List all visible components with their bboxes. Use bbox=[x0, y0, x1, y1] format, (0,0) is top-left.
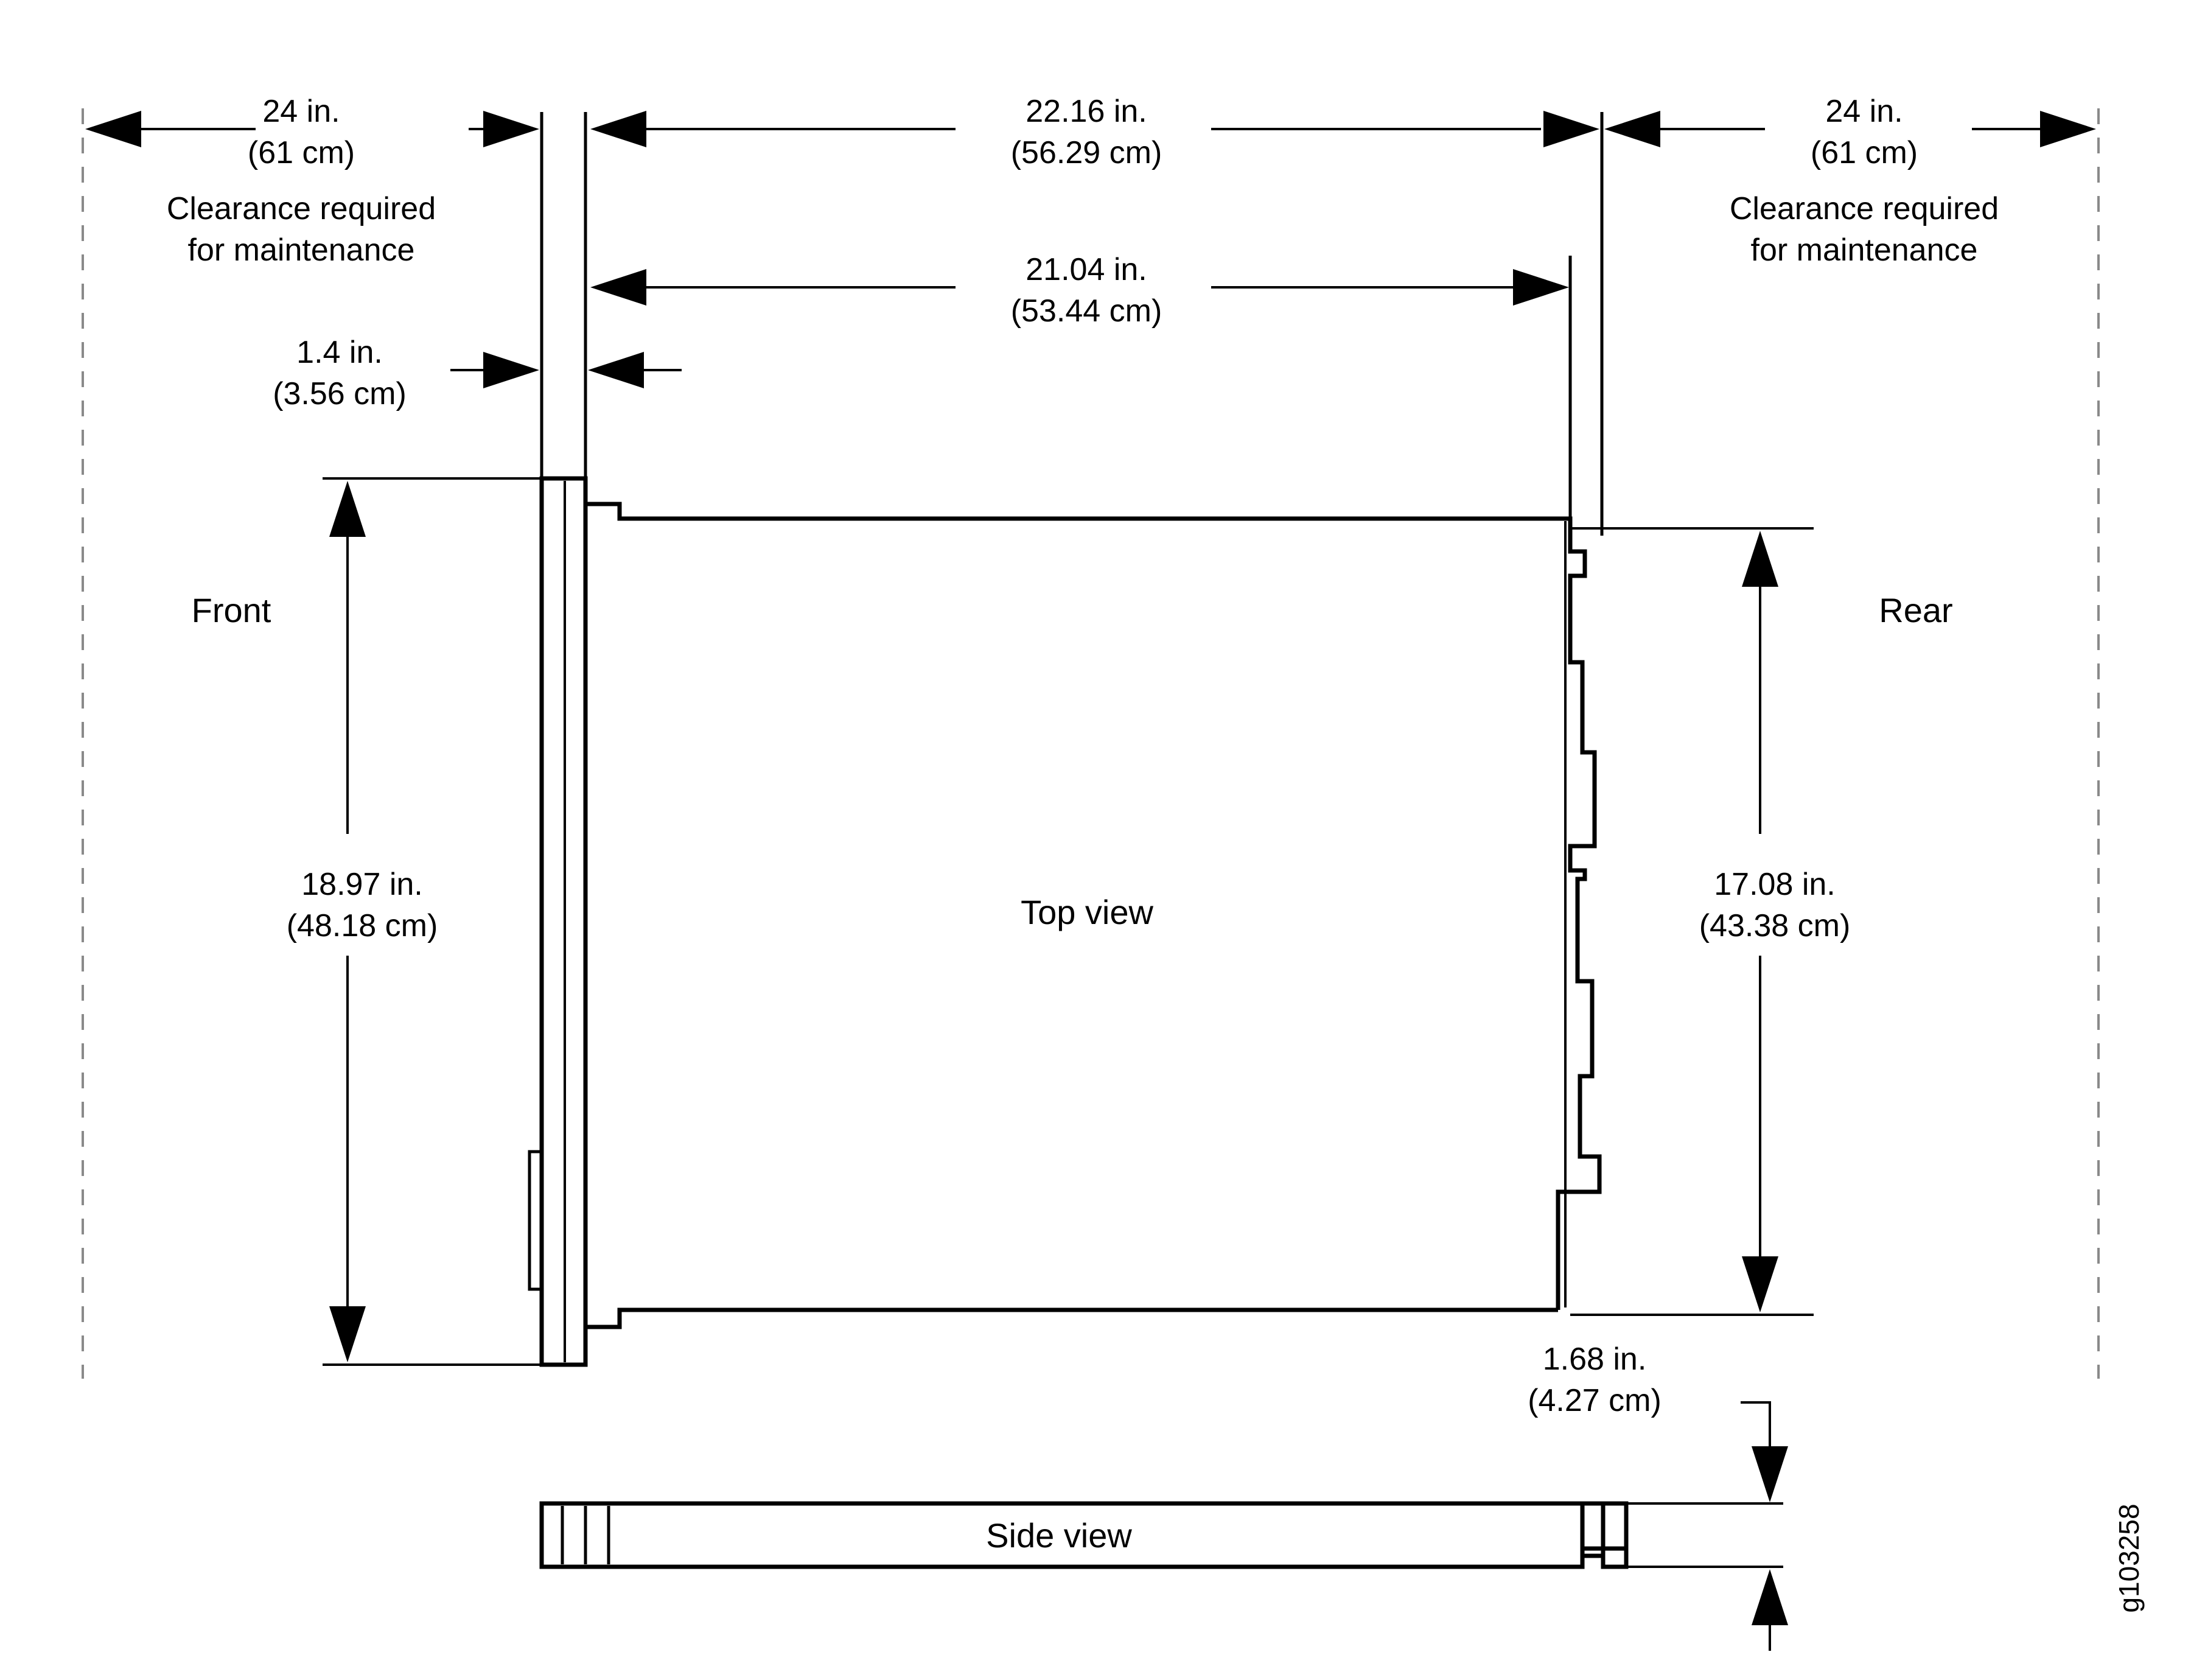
chassis-width-inches-label: 17.08 in. bbox=[1714, 867, 1836, 902]
top-view-caption: Top view bbox=[1021, 893, 1153, 931]
front-panel-plate bbox=[539, 476, 588, 1367]
chassis-top-edge bbox=[585, 502, 1558, 521]
rear-orientation-label: Rear bbox=[1879, 591, 1952, 629]
front-panel-thickness-right-arrowhead bbox=[588, 352, 644, 388]
rear-clearance-cm-label: (61 cm) bbox=[1811, 135, 1918, 170]
front-clearance-note-line1: Clearance required bbox=[167, 191, 436, 226]
rear-clearance-right-arrowhead bbox=[2040, 111, 2096, 147]
side-view-main-slab bbox=[539, 1501, 1585, 1569]
front-clearance-dimension: 24 in. (61 cm) Clearance required for ma… bbox=[85, 94, 539, 268]
overall-depth-left-arrowhead bbox=[590, 111, 646, 147]
overall-depth-dimension: 22.16 in. (56.29 cm) bbox=[590, 94, 1599, 170]
rear-clearance-note-line2: for maintenance bbox=[1751, 233, 1978, 268]
chassis-height-leader-bracket bbox=[1741, 1401, 1771, 1451]
front-clearance-right-arrowhead bbox=[483, 111, 539, 147]
side-view-rear-tab bbox=[1582, 1501, 1629, 1551]
rear-clearance-left-arrowhead bbox=[1604, 111, 1660, 147]
chassis-height-bottom-arrowhead bbox=[1752, 1569, 1788, 1625]
chassis-rear-stepped-profile bbox=[1556, 516, 1602, 1310]
chassis-depth-right-arrowhead bbox=[1513, 269, 1569, 306]
front-panel-width-inches-label: 18.97 in. bbox=[301, 867, 423, 902]
chassis-height-dimension: 1.68 in. (4.27 cm) bbox=[1528, 1342, 1788, 1651]
chassis-width-bottom-arrowhead bbox=[1742, 1256, 1778, 1312]
rear-clearance-inches-label: 24 in. bbox=[1825, 94, 1903, 129]
figure-id-label: g103258 bbox=[2113, 1503, 2145, 1612]
overall-depth-right-arrowhead bbox=[1543, 111, 1599, 147]
overall-depth-cm-label: (56.29 cm) bbox=[1011, 135, 1162, 170]
front-clearance-cm-label: (61 cm) bbox=[248, 135, 355, 170]
front-clearance-note-line2: for maintenance bbox=[188, 233, 415, 268]
chassis-height-inches-label: 1.68 in. bbox=[1543, 1342, 1647, 1377]
front-panel-thickness-inches-label: 1.4 in. bbox=[296, 335, 383, 370]
front-panel-thickness-dimension: 1.4 in. (3.56 cm) bbox=[273, 335, 682, 411]
chassis-width-dimension: 17.08 in. (43.38 cm) bbox=[1570, 527, 1851, 1316]
front-panel-width-bottom-arrowhead bbox=[329, 1306, 366, 1362]
front-panel-thickness-cm-label: (3.56 cm) bbox=[273, 376, 407, 411]
front-panel-thickness-left-arrowhead bbox=[483, 352, 539, 388]
rear-clearance-dimension: 24 in. (61 cm) Clearance required for ma… bbox=[1604, 94, 2096, 268]
chassis-depth-cm-label: (53.44 cm) bbox=[1011, 293, 1162, 329]
chassis-height-cm-label: (4.27 cm) bbox=[1528, 1383, 1662, 1418]
side-view-outline: Side view bbox=[539, 1501, 1629, 1569]
front-clearance-left-arrowhead bbox=[85, 111, 141, 147]
front-panel-left-tab bbox=[528, 1150, 543, 1291]
front-panel-width-top-arrowhead bbox=[329, 481, 366, 537]
rear-clearance-note-line1: Clearance required bbox=[1730, 191, 1999, 226]
chassis-depth-left-arrowhead bbox=[590, 269, 646, 306]
chassis-depth-dimension: 21.04 in. (53.44 cm) bbox=[590, 252, 1569, 329]
chassis-height-top-arrowhead bbox=[1752, 1446, 1788, 1502]
top-view-outline: Top view bbox=[528, 476, 1602, 1367]
front-panel-width-cm-label: (48.18 cm) bbox=[287, 908, 438, 943]
side-view-caption: Side view bbox=[986, 1516, 1132, 1555]
front-panel-width-dimension: 18.97 in. (48.18 cm) bbox=[287, 477, 542, 1366]
chassis-depth-inches-label: 21.04 in. bbox=[1026, 252, 1147, 287]
front-orientation-label: Front bbox=[192, 591, 271, 629]
chassis-bottom-edge bbox=[585, 1307, 1558, 1329]
overall-depth-inches-label: 22.16 in. bbox=[1026, 94, 1147, 129]
chassis-width-top-arrowhead bbox=[1742, 531, 1778, 587]
chassis-width-cm-label: (43.38 cm) bbox=[1699, 908, 1851, 943]
front-clearance-inches-label: 24 in. bbox=[262, 94, 340, 129]
